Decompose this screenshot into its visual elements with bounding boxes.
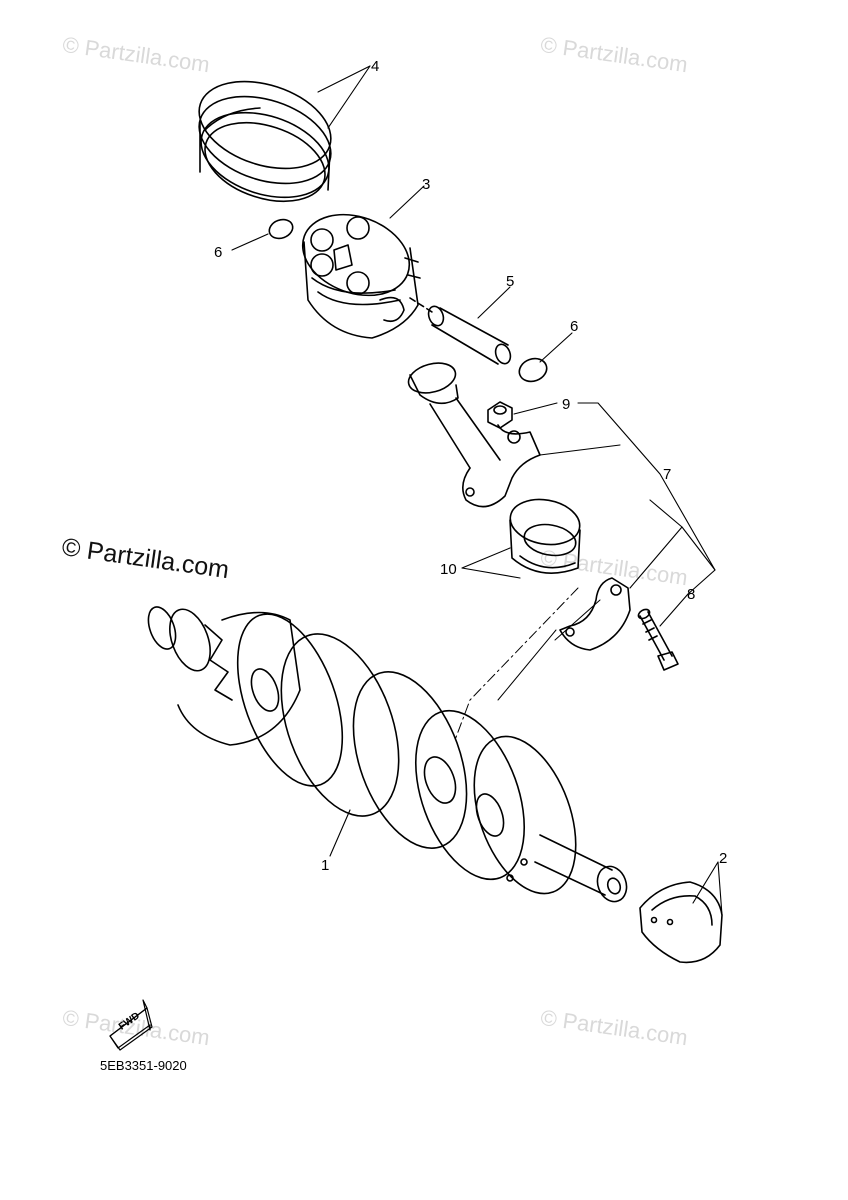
piston-pin [409, 297, 512, 365]
callout-9: 9 [562, 396, 571, 413]
rod-bearings [509, 498, 581, 574]
piston [301, 213, 421, 339]
connecting-rod [407, 362, 541, 508]
callout-3: 3 [422, 176, 431, 193]
callout-8: 8 [687, 586, 696, 603]
crankshaft [147, 606, 628, 903]
callout-10: 10 [440, 561, 457, 578]
circlip-left [268, 218, 294, 240]
callout-5: 5 [506, 273, 515, 290]
callout-6-left: 6 [214, 244, 223, 261]
assembly-lines [454, 587, 601, 741]
rod-cap [559, 577, 631, 651]
callout-2: 2 [719, 850, 728, 867]
diagram-code: 5EB3351-9020 [100, 1058, 187, 1073]
callout-6-right: 6 [570, 318, 579, 335]
leader-lines [231, 65, 723, 916]
circlip-right [518, 357, 548, 383]
rod-nut [487, 401, 513, 429]
rod-bolt [637, 608, 679, 671]
callout-4: 4 [371, 58, 380, 75]
main-bearing [639, 881, 723, 964]
forward-arrow-icon [109, 999, 153, 1051]
callout-7: 7 [663, 466, 672, 483]
callout-1: 1 [321, 857, 330, 874]
piston-rings [198, 80, 332, 203]
